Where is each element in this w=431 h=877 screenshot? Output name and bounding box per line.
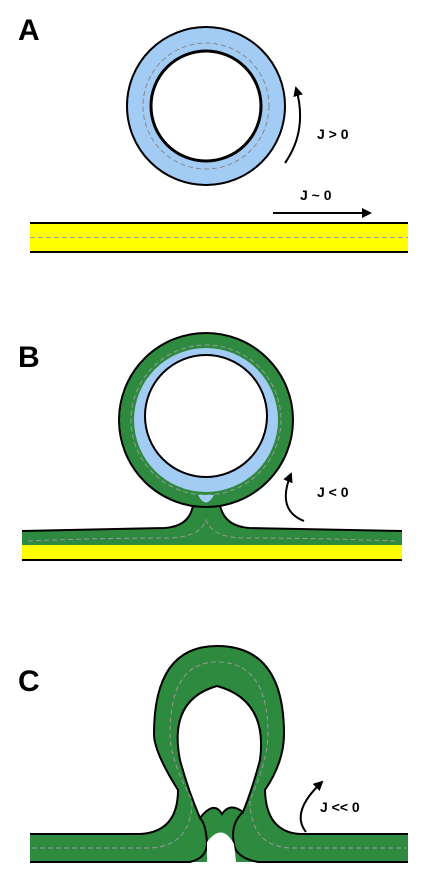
vesicle-blue	[126, 26, 286, 186]
fusion-pore-left-bottom	[30, 817, 209, 863]
label-j-strong-negative: J << 0	[320, 799, 360, 815]
panel-b: B J < 0	[18, 332, 403, 561]
vesicle-green-outer	[118, 332, 294, 508]
stalk-midplane	[27, 518, 397, 542]
label-j-negative: J < 0	[317, 484, 349, 500]
hemifusion-stalk	[21, 504, 403, 545]
vesicle-midplane-b	[130, 344, 282, 496]
panel-c: C J << 0	[18, 644, 408, 863]
panel-b-letter: B	[18, 341, 40, 374]
vesicle-midplane	[142, 42, 270, 170]
panel-a: A J > 0 J ~ 0	[18, 14, 408, 253]
strong-negative-curvature-arrow	[299, 780, 324, 833]
blue-neck	[198, 495, 214, 503]
panel-a-letter: A	[18, 14, 40, 47]
fusion-pore-right-bottom	[232, 811, 408, 863]
fusion-pore-lumen	[176, 684, 262, 820]
vesicle-lumen-b	[144, 354, 268, 478]
fusion-pore-gap	[207, 832, 236, 862]
flat-membrane-yellow	[30, 222, 408, 253]
label-j-positive: J > 0	[317, 126, 349, 142]
panel-c-letter: C	[18, 665, 40, 698]
fusion-pore-outer-outline	[30, 644, 408, 835]
positive-curvature-arrow	[284, 86, 304, 164]
label-j-zero: J ~ 0	[300, 187, 332, 203]
vesicle-lumen	[149, 49, 263, 163]
negative-curvature-arrow	[283, 472, 305, 522]
